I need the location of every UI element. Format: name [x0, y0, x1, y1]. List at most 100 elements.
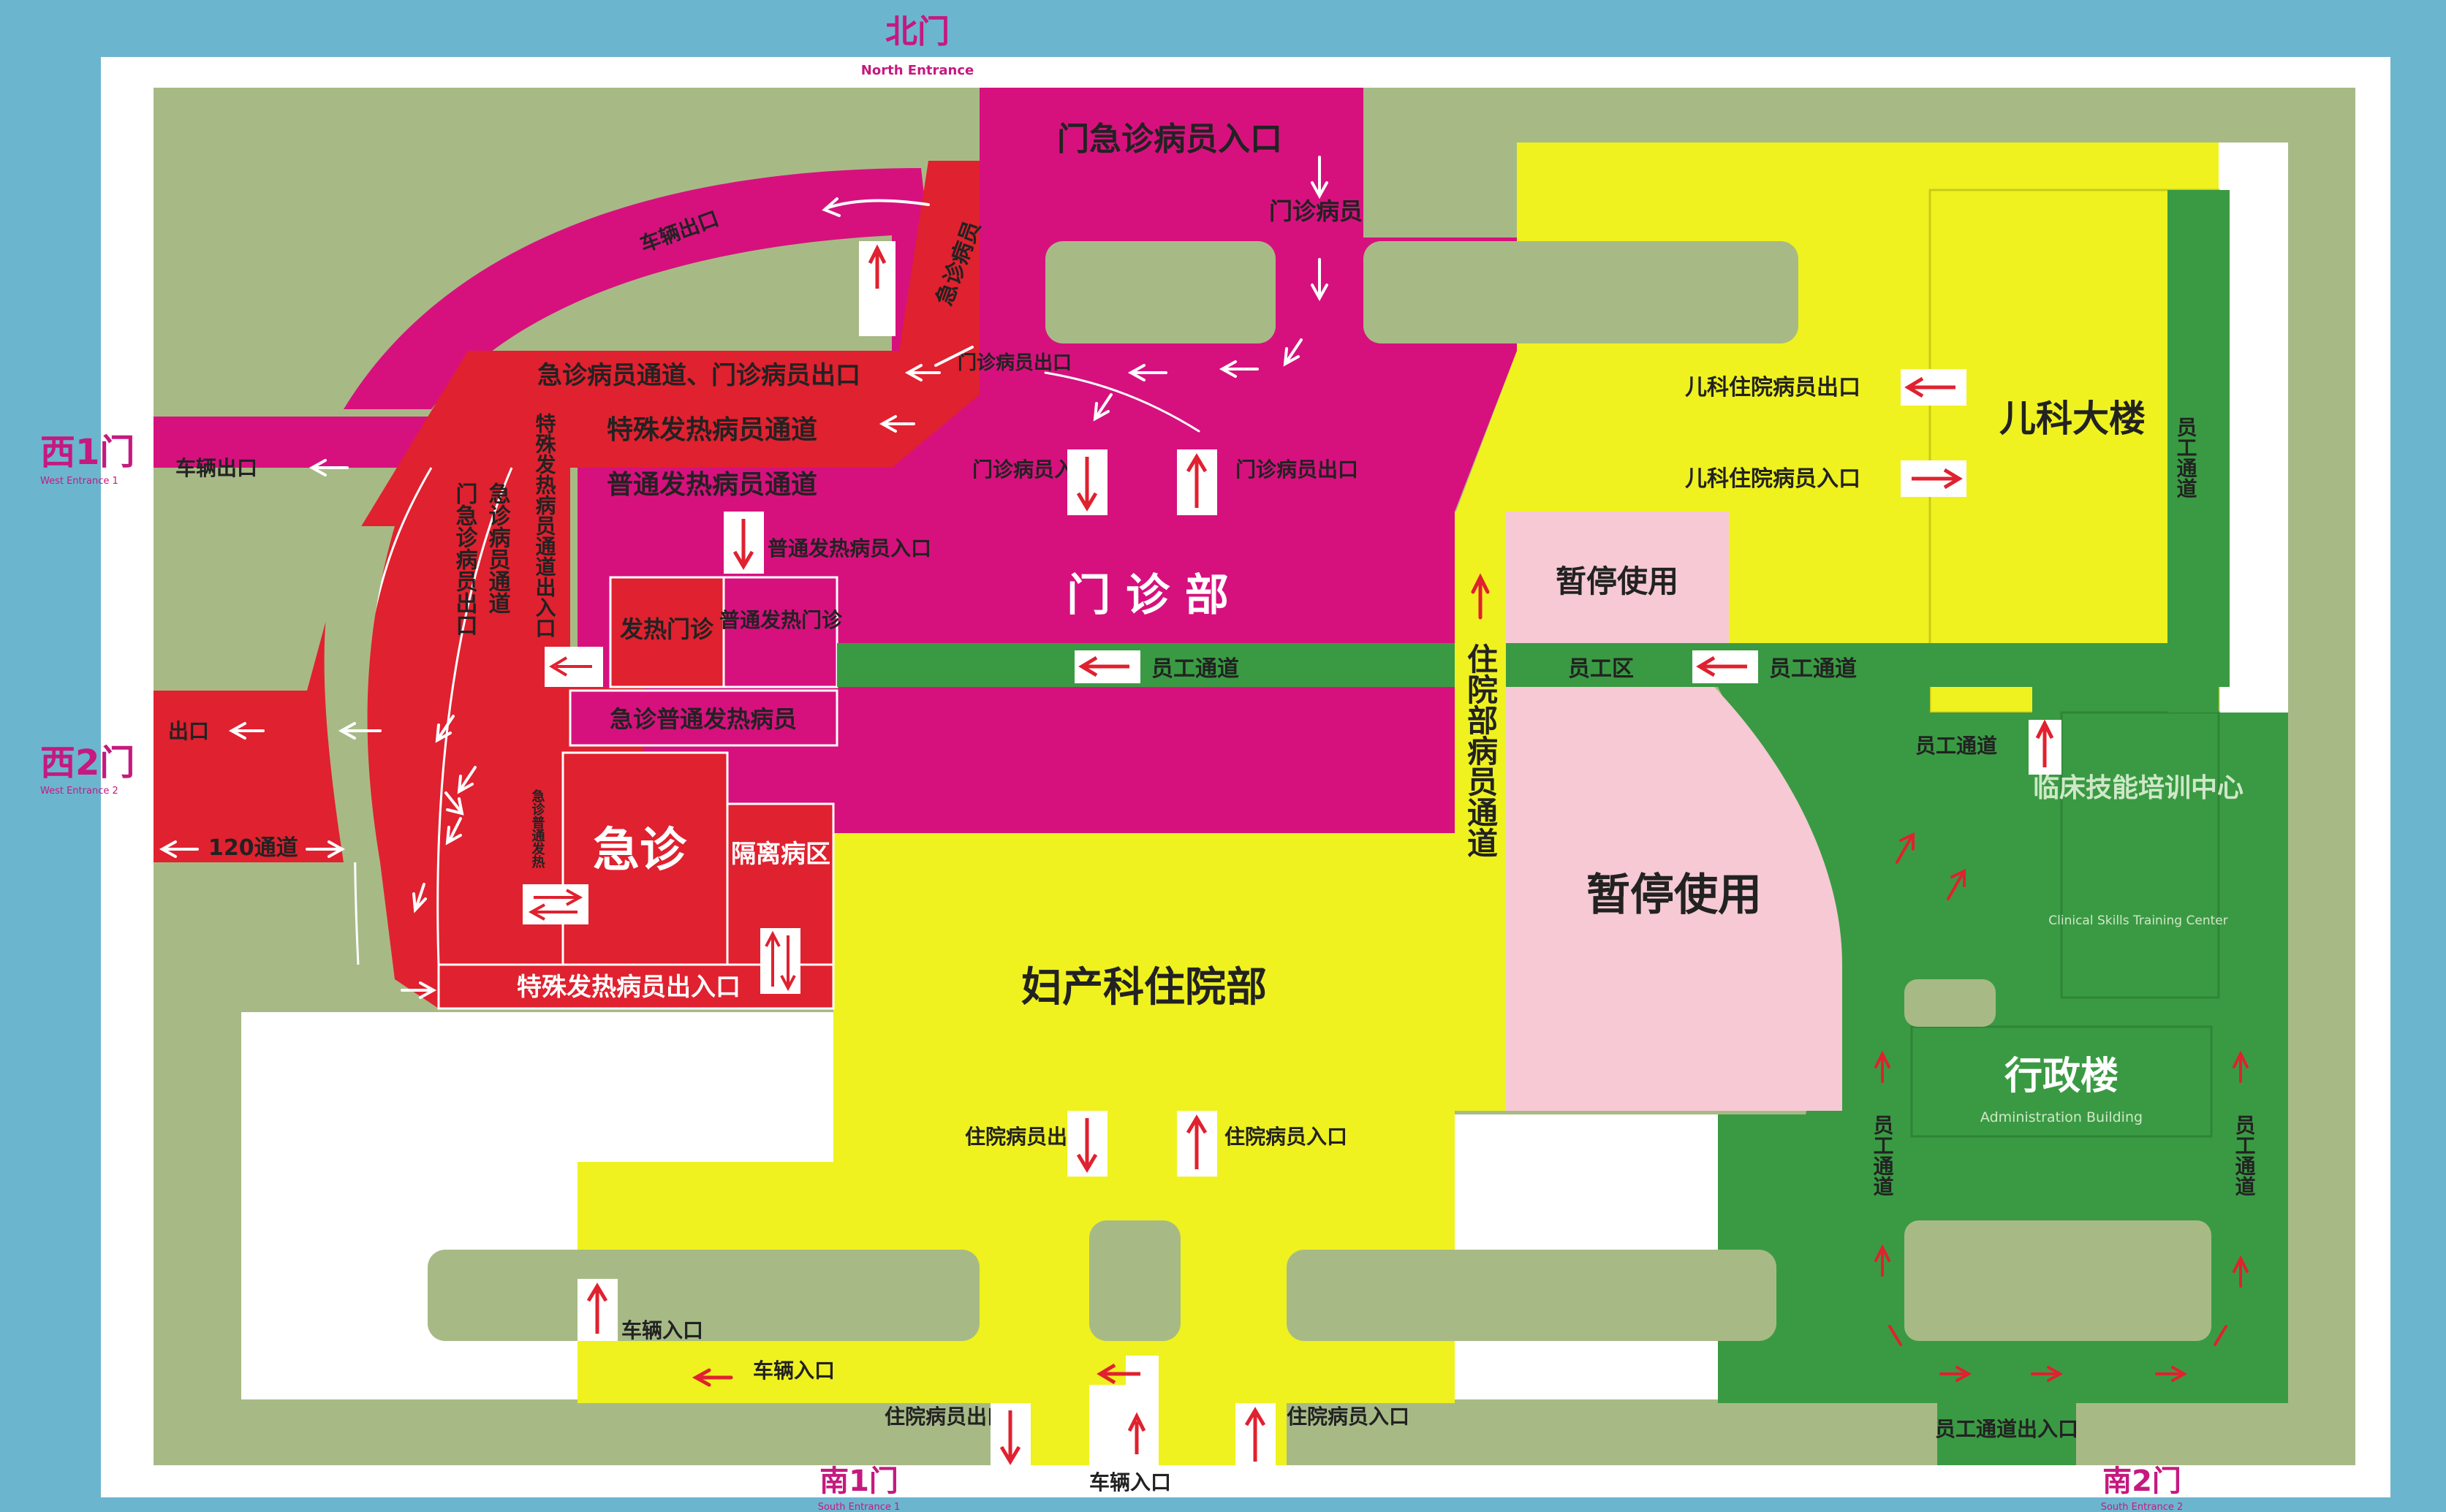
- flow-arrows: [159, 156, 2249, 1387]
- arrow-box-outpatient-up: [1177, 449, 1217, 515]
- arrow-box-vehicle-exit: [859, 241, 896, 336]
- north-gate-en: North Entrance: [861, 63, 974, 78]
- outpatient-entrance-label: 门急诊病员入口: [1057, 121, 1282, 158]
- emergency-general-fever-small-label: 急诊普通发热: [530, 789, 546, 869]
- outpatient-exit-left-label: 门诊病员出口: [958, 352, 1072, 374]
- arrow-box-vehicle-entry-south: [1089, 1356, 1159, 1465]
- exit-west2-label: 出口: [168, 719, 209, 743]
- staff-channel-admin-left-label: 员工通道: [1871, 1114, 1895, 1196]
- grass-island-south-right: [1287, 1250, 1776, 1341]
- special-fever-exit-entry-label: 特殊发热病员出入口: [517, 973, 741, 1002]
- vehicle-exit-west1-label: 车辆出口: [175, 456, 257, 480]
- arrow-box-inpatient-entry-south: [1235, 1403, 1276, 1469]
- emergency-block: [561, 751, 729, 966]
- er-channel-curve-2: [436, 467, 513, 965]
- arrow-box-inpatient-entry-mid: [1177, 1111, 1217, 1177]
- isolation-ward-label: 隔离病区: [731, 840, 830, 869]
- staff-channel-vertical-right-label: 员工通道: [2174, 417, 2198, 498]
- emergency-channel-vertical-label: 急诊病员通道: [485, 482, 511, 615]
- arrow-box-staff-up: [2029, 719, 2061, 775]
- suspended-small-block: [1506, 512, 1729, 643]
- green-zone-se: [1711, 190, 2288, 1465]
- suspended-small-label: 暂停使用: [1556, 563, 1678, 599]
- arrow-box-inpatient-exit-mid: [1067, 1111, 1107, 1177]
- staff-channel-pink-label: 员工通道: [1769, 656, 1857, 682]
- emergency-label: 急诊: [593, 824, 687, 878]
- west2-gate-cn: 西2门: [40, 742, 135, 783]
- general-fever-clinic-block: [722, 576, 838, 688]
- west1-gate-en: West Entrance 1: [40, 476, 118, 487]
- arrow-box-inpatient-exit-south: [991, 1403, 1031, 1469]
- staff-green-bar-center: [837, 643, 1455, 687]
- south1-gate-cn: 南1门: [819, 1464, 898, 1498]
- special-fever-channel-label: 特殊发热病员通道: [607, 415, 817, 445]
- south1-gate-en: South Entrance 1: [818, 1502, 901, 1512]
- grass-island-north-right: [1363, 241, 1798, 343]
- fever-clinic-label: 发热门诊: [620, 615, 714, 643]
- fever-clinic-block: [609, 576, 725, 688]
- arrow-box-vehicle-entry-left: [578, 1279, 618, 1341]
- inpatient-entry-mid-label: 住院病员入口: [1224, 1125, 1347, 1149]
- emergency-general-fever-label: 急诊普通发热病员: [610, 705, 797, 733]
- ped-inpatient-entry-label: 儿科住院病员入口: [1685, 466, 1860, 492]
- inpatient-entry-south-label: 住院病员入口: [1287, 1405, 1409, 1429]
- staff-channel-admin-right-label: 员工通道: [2233, 1114, 2257, 1196]
- admin-building-label: 行政楼: [2004, 1055, 2119, 1098]
- arrow-box-special-fever: [545, 647, 603, 687]
- grass-west-curve: [324, 526, 395, 862]
- grass-island-north-left: [1045, 241, 1276, 343]
- staff-area-label: 员工区: [1568, 656, 1634, 682]
- staff-channel-south-label: 员工通道出入口: [1935, 1417, 2078, 1441]
- south2-gate-cn: 南2门: [2102, 1464, 2181, 1498]
- arrow-box-fever-entrance: [724, 512, 764, 574]
- grass-island-south-mid: [1089, 1220, 1181, 1341]
- admin-building-en-label: Administration Building: [1980, 1109, 2143, 1125]
- special-fever-entry-vertical-label: 特殊发热病员通道出入口: [533, 413, 557, 638]
- south2-gate-en: South Entrance 2: [2101, 1502, 2184, 1512]
- green-grass-island: [1904, 979, 1996, 1027]
- outpatient-patient-top-label: 门诊病员: [1269, 197, 1363, 225]
- general-fever-clinic-label: 普通发热门诊: [719, 608, 843, 632]
- training-center-en-label: Clinical Skills Training Center: [2048, 913, 2227, 928]
- north-gate-cn: 北门: [885, 13, 950, 50]
- vehicle-entry-south-label: 车辆入口: [1089, 1470, 1171, 1494]
- arrow-box-outpatient-down: [1067, 449, 1107, 515]
- outpatient-dept-label: 门 诊 部: [1067, 570, 1229, 621]
- white-area-ne: [2219, 143, 2288, 713]
- vehicle-entry-left-label: 车辆入口: [621, 1318, 703, 1342]
- training-center-label: 临床技能培训中心: [2033, 773, 2244, 803]
- ped-inpatient-exit-label: 儿科住院病员出口: [1685, 375, 1860, 400]
- suspended-large-block: [1506, 687, 1842, 1111]
- arrow-box-emergency-swap: [523, 884, 588, 924]
- general-fever-channel-label: 普通发热病员通道: [607, 470, 817, 500]
- arrow-box-ped-exit: [1901, 369, 1966, 406]
- arrow-box-staff-center: [1075, 650, 1140, 683]
- outpatient-exit-right-label: 门诊病员出口: [1235, 457, 1358, 482]
- general-fever-entrance-label: 普通发热病员入口: [768, 536, 931, 561]
- staff-channel-center-label: 员工通道: [1151, 656, 1239, 682]
- staff-vertical-channel: [2167, 190, 2219, 713]
- vehicle-entry-bottom-label: 车辆入口: [753, 1359, 835, 1383]
- arrow-box-isolation-updown: [760, 928, 800, 994]
- suspended-large-label: 暂停使用: [1586, 870, 1762, 921]
- west2-gate-en: West Entrance 2: [40, 786, 118, 797]
- inpatient-exit-south-label: 住院病员出口: [885, 1405, 1007, 1429]
- green-grass-bottom: [1904, 1220, 2211, 1341]
- emergency-general-fever-bar: [569, 689, 838, 747]
- admin-building-block: [1910, 1025, 2213, 1138]
- west1-gate-cn: 西1门: [40, 432, 135, 473]
- channel-120-label: 120通道: [208, 835, 298, 861]
- emergency-channel-exit-label: 急诊病员通道、门诊病员出口: [537, 361, 860, 390]
- inpatient-channel-vertical-label: 住院部病员通道: [1463, 643, 1499, 858]
- north-entrance-magenta: [980, 88, 1363, 245]
- obgyn-label: 妇产科住院部: [1021, 964, 1267, 1011]
- grass-island-south-left: [428, 1250, 980, 1341]
- arrow-box-ped-entry: [1901, 460, 1966, 497]
- arrow-box-staff-pink: [1692, 650, 1758, 683]
- training-center-block: [2060, 711, 2220, 999]
- staff-channel-green-right-label: 员工通道: [1915, 734, 1997, 758]
- vehicle-exit-curve-road: [344, 168, 928, 409]
- er-channel-vertical-label: 门急诊病员出口: [452, 482, 478, 636]
- pediatrics-label: 儿科大楼: [1999, 398, 2146, 440]
